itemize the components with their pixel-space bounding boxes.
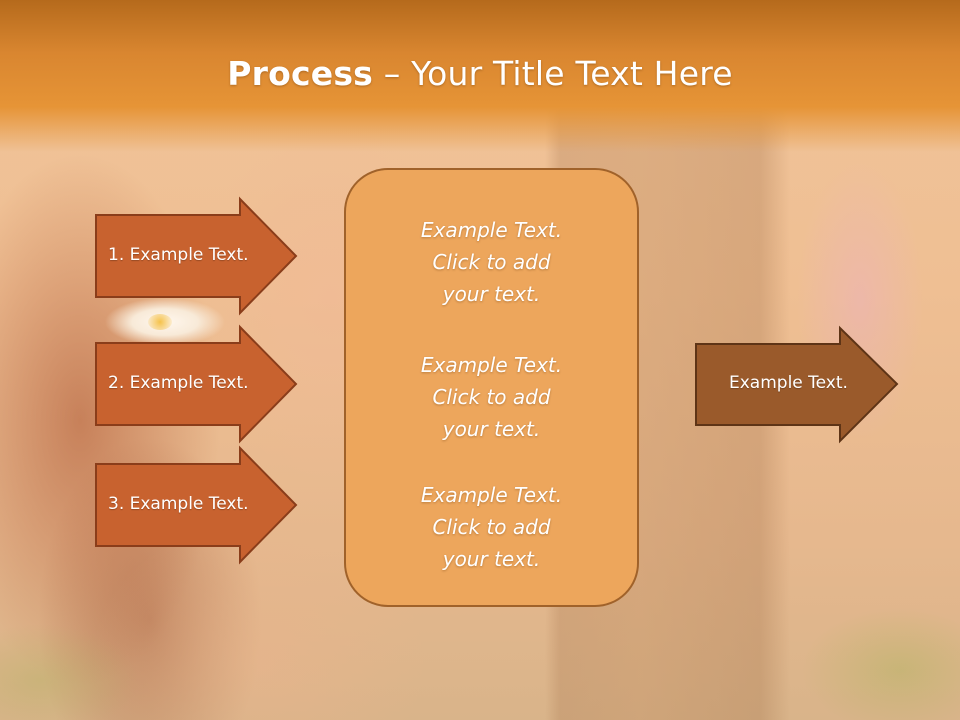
right-arrow[interactable]	[695, 325, 899, 444]
paragraph-line: your text.	[442, 547, 541, 571]
paragraph-line: your text.	[442, 282, 541, 306]
title-rest: – Your Title Text Here	[373, 54, 733, 93]
left-arrow-3-label: 3. Example Text.	[108, 494, 249, 514]
paragraph-line: Click to add	[432, 250, 551, 274]
title-bold: Process	[227, 54, 374, 93]
title-bar	[0, 0, 960, 152]
paragraph-line: Click to add	[432, 515, 551, 539]
left-arrow-1[interactable]	[95, 196, 298, 316]
left-arrow-3[interactable]	[95, 445, 298, 565]
left-arrow-1-label: 1. Example Text.	[108, 245, 249, 265]
paragraph-line: Example Text.	[420, 218, 563, 242]
center-paragraph-2: Example Text. Click to add your text.	[346, 349, 637, 445]
right-arrow-label: Example Text.	[729, 373, 848, 393]
paragraph-line: Example Text.	[420, 483, 563, 507]
flower-center	[148, 314, 172, 330]
left-arrow-2-label: 2. Example Text.	[108, 373, 249, 393]
paragraph-line: Example Text.	[420, 353, 563, 377]
center-paragraph-1: Example Text. Click to add your text.	[346, 214, 637, 310]
center-paragraph-3: Example Text. Click to add your text.	[346, 479, 637, 575]
left-arrow-2[interactable]	[95, 324, 298, 444]
center-text-box[interactable]: Example Text. Click to add your text. Ex…	[344, 168, 639, 607]
paragraph-line: Click to add	[432, 385, 551, 409]
slide-title[interactable]: Process – Your Title Text Here	[0, 54, 960, 93]
paragraph-line: your text.	[442, 417, 541, 441]
